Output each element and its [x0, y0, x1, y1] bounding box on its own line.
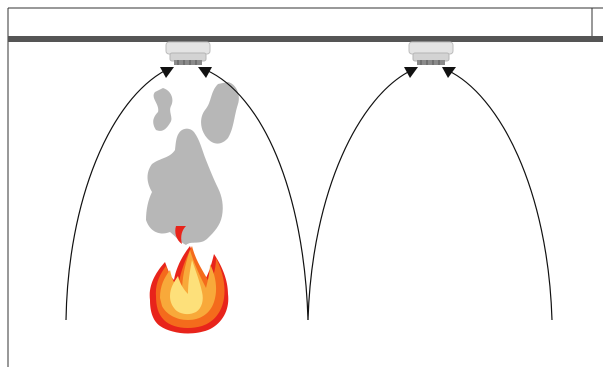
room-frame — [8, 8, 603, 367]
ceiling — [8, 36, 603, 42]
flow-arc-right-inner — [447, 70, 552, 320]
smoke-detector-right — [409, 42, 453, 65]
smoke-cloud-icon — [146, 82, 239, 245]
flow-arc-right-outer — [308, 70, 412, 320]
smoke-flow-arcs-right — [308, 70, 552, 320]
arrow-right-b — [442, 67, 456, 78]
smoke-detector-icon — [166, 42, 210, 65]
smoke-detector-left — [166, 42, 210, 65]
arrowheads — [160, 67, 456, 78]
smoke-detector-icon — [409, 42, 453, 65]
